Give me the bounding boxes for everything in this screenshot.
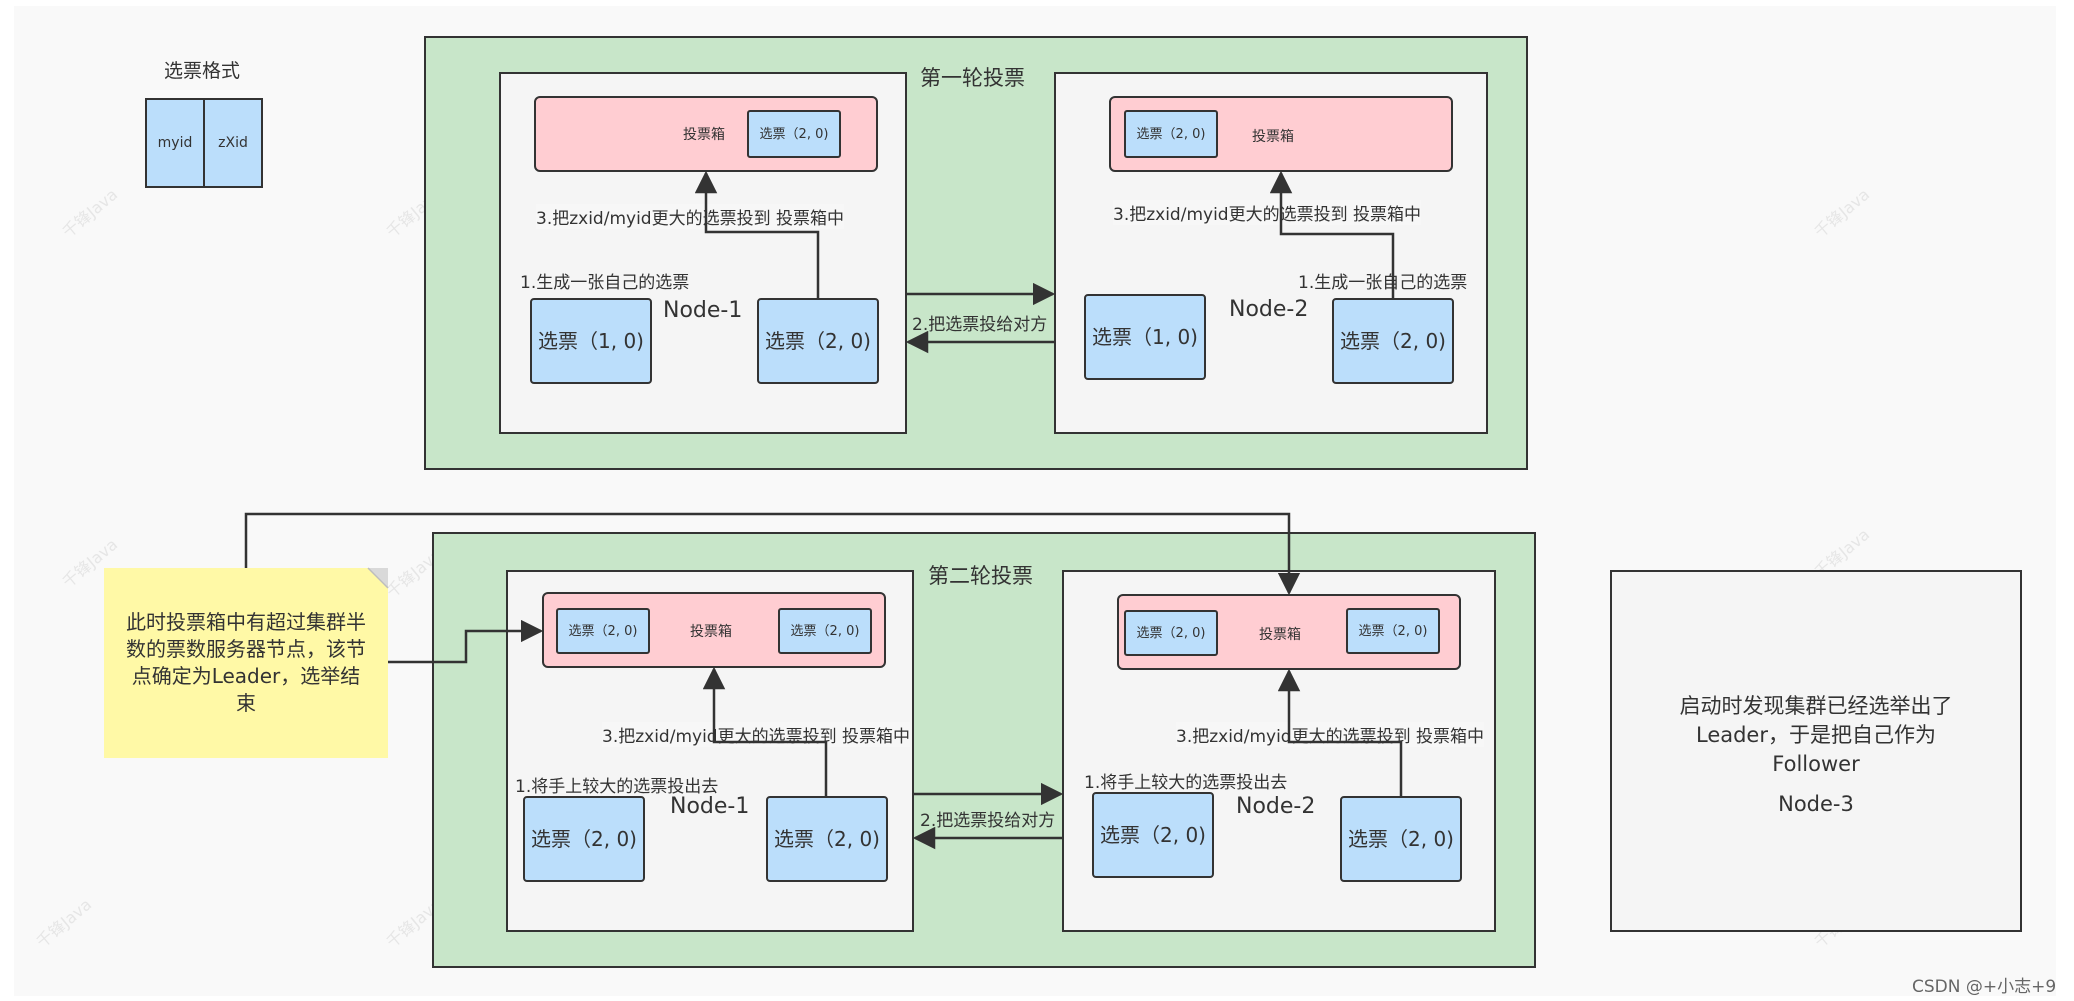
round2-node2-step1: 1.将手上较大的选票投出去 [1084,773,1288,793]
round1-node1-ballot-vote: 选票（2, 0) [747,110,841,158]
round1-node1-name: Node-1 [663,298,743,323]
round2-node2-ballot-vote-right: 选票（2, 0) [1346,608,1440,654]
round2-node1-ballot-vote-left: 选票（2, 0) [556,608,650,654]
round2-node1-vote-right: 选票（2, 0) [766,796,888,882]
note-to-node2-ballot-arrow [244,512,1301,596]
round2-node1-step1: 1.将手上较大的选票投出去 [515,777,719,797]
round2-node1-name: Node-1 [670,794,750,819]
legend-myid: myid [145,98,205,188]
node3-description: 启动时发现集群已经选举出了Leader，于是把自己作为Follower [1679,694,1953,776]
round1-node1-step3: 3.把zxid/myid更大的选票投到 投票箱中 [536,204,844,229]
node3-name: Node-3 [1778,792,1854,816]
round1-node2-vote-left: 选票（1, 0) [1084,294,1206,380]
legend-zxid: zXid [203,98,263,188]
round1-node1-vote-right: 选票（2, 0) [757,298,879,384]
round1-node2-upvote-arrow [1269,170,1395,298]
legend-title: 选票格式 [164,60,241,82]
round1-node1-upvote-arrow [694,170,820,298]
round1-node2-name: Node-2 [1229,297,1309,322]
round2-node1-ballot-vote-right: 选票（2, 0) [778,608,872,654]
round1-node2-ballot-label: 投票箱 [1252,129,1294,145]
round2-node2-ballot-label: 投票箱 [1259,627,1301,643]
round1-node2-step1: 1.生成一张自己的选票 [1298,273,1468,293]
round2-node1-ballot-label: 投票箱 [690,624,732,640]
round1-node1-ballot-label: 投票箱 [683,127,725,143]
round1-node1-vote-left: 选票（1, 0) [530,298,652,384]
round2-node2-ballot-vote-left: 选票（2, 0) [1124,610,1218,656]
csdn-credit: CSDN @+小志+9 [1912,977,2057,997]
round1-node2-vote-right: 选票（2, 0) [1332,298,1454,384]
round2-node2-name: Node-2 [1236,794,1316,819]
round1-node1-step1: 1.生成一张自己的选票 [520,273,690,293]
round2-step2: 2.把选票投给对方 [920,811,1056,831]
note-to-node1-ballot-arrow [388,619,544,664]
round1-node2-ballot-vote: 选票（2, 0) [1124,110,1218,158]
round1-step2: 2.把选票投给对方 [912,315,1048,335]
node3 [1610,570,2022,932]
round2-node1-upvote-arrow [702,666,828,796]
round2-node2-upvote-arrow [1277,668,1403,796]
round2-title: 第二轮投票 [928,564,1033,588]
round1-title: 第一轮投票 [920,66,1025,90]
round2-node2-vote-left: 选票（2, 0) [1092,792,1214,878]
round2-node2-vote-right: 选票（2, 0) [1340,796,1462,882]
leader-note: 此时投票箱中有超过集群半数的票数服务器节点，该节点确定为Leader，选举结束 [104,568,388,758]
round1-node2-step3: 3.把zxid/myid更大的选票投到 投票箱中 [1113,200,1421,225]
round2-node1-vote-left: 选票（2, 0) [523,796,645,882]
